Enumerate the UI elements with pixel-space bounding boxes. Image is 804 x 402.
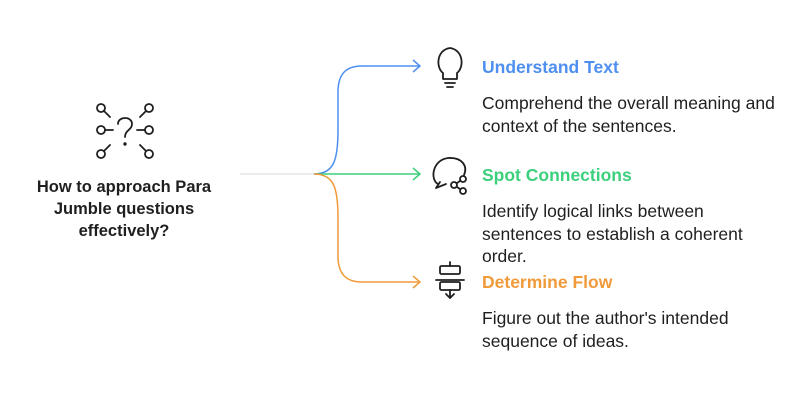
arrow-flow bbox=[412, 275, 422, 289]
item-title-understand-text: Understand Text bbox=[482, 57, 619, 77]
item-title-determine-flow: Determine Flow bbox=[482, 272, 613, 292]
branch-understand bbox=[313, 65, 420, 175]
arrow-connections bbox=[412, 167, 422, 181]
item-desc-determine-flow: Figure out the author's intended sequenc… bbox=[482, 308, 729, 351]
item-desc-spot-connections: Identify logical links between sentences… bbox=[482, 201, 743, 266]
chat-share-icon bbox=[432, 157, 467, 195]
question-network-icon bbox=[96, 103, 154, 159]
item-desc-understand-text: Comprehend the overall meaning and conte… bbox=[482, 93, 775, 136]
root-topic-label: How to approach Para Jumble questions ef… bbox=[36, 178, 212, 240]
flow-icon bbox=[435, 261, 465, 299]
lightbulb-icon bbox=[437, 47, 463, 88]
branch-flow bbox=[313, 173, 420, 283]
arrow-understand bbox=[412, 59, 422, 73]
item-title-spot-connections: Spot Connections bbox=[482, 165, 632, 185]
